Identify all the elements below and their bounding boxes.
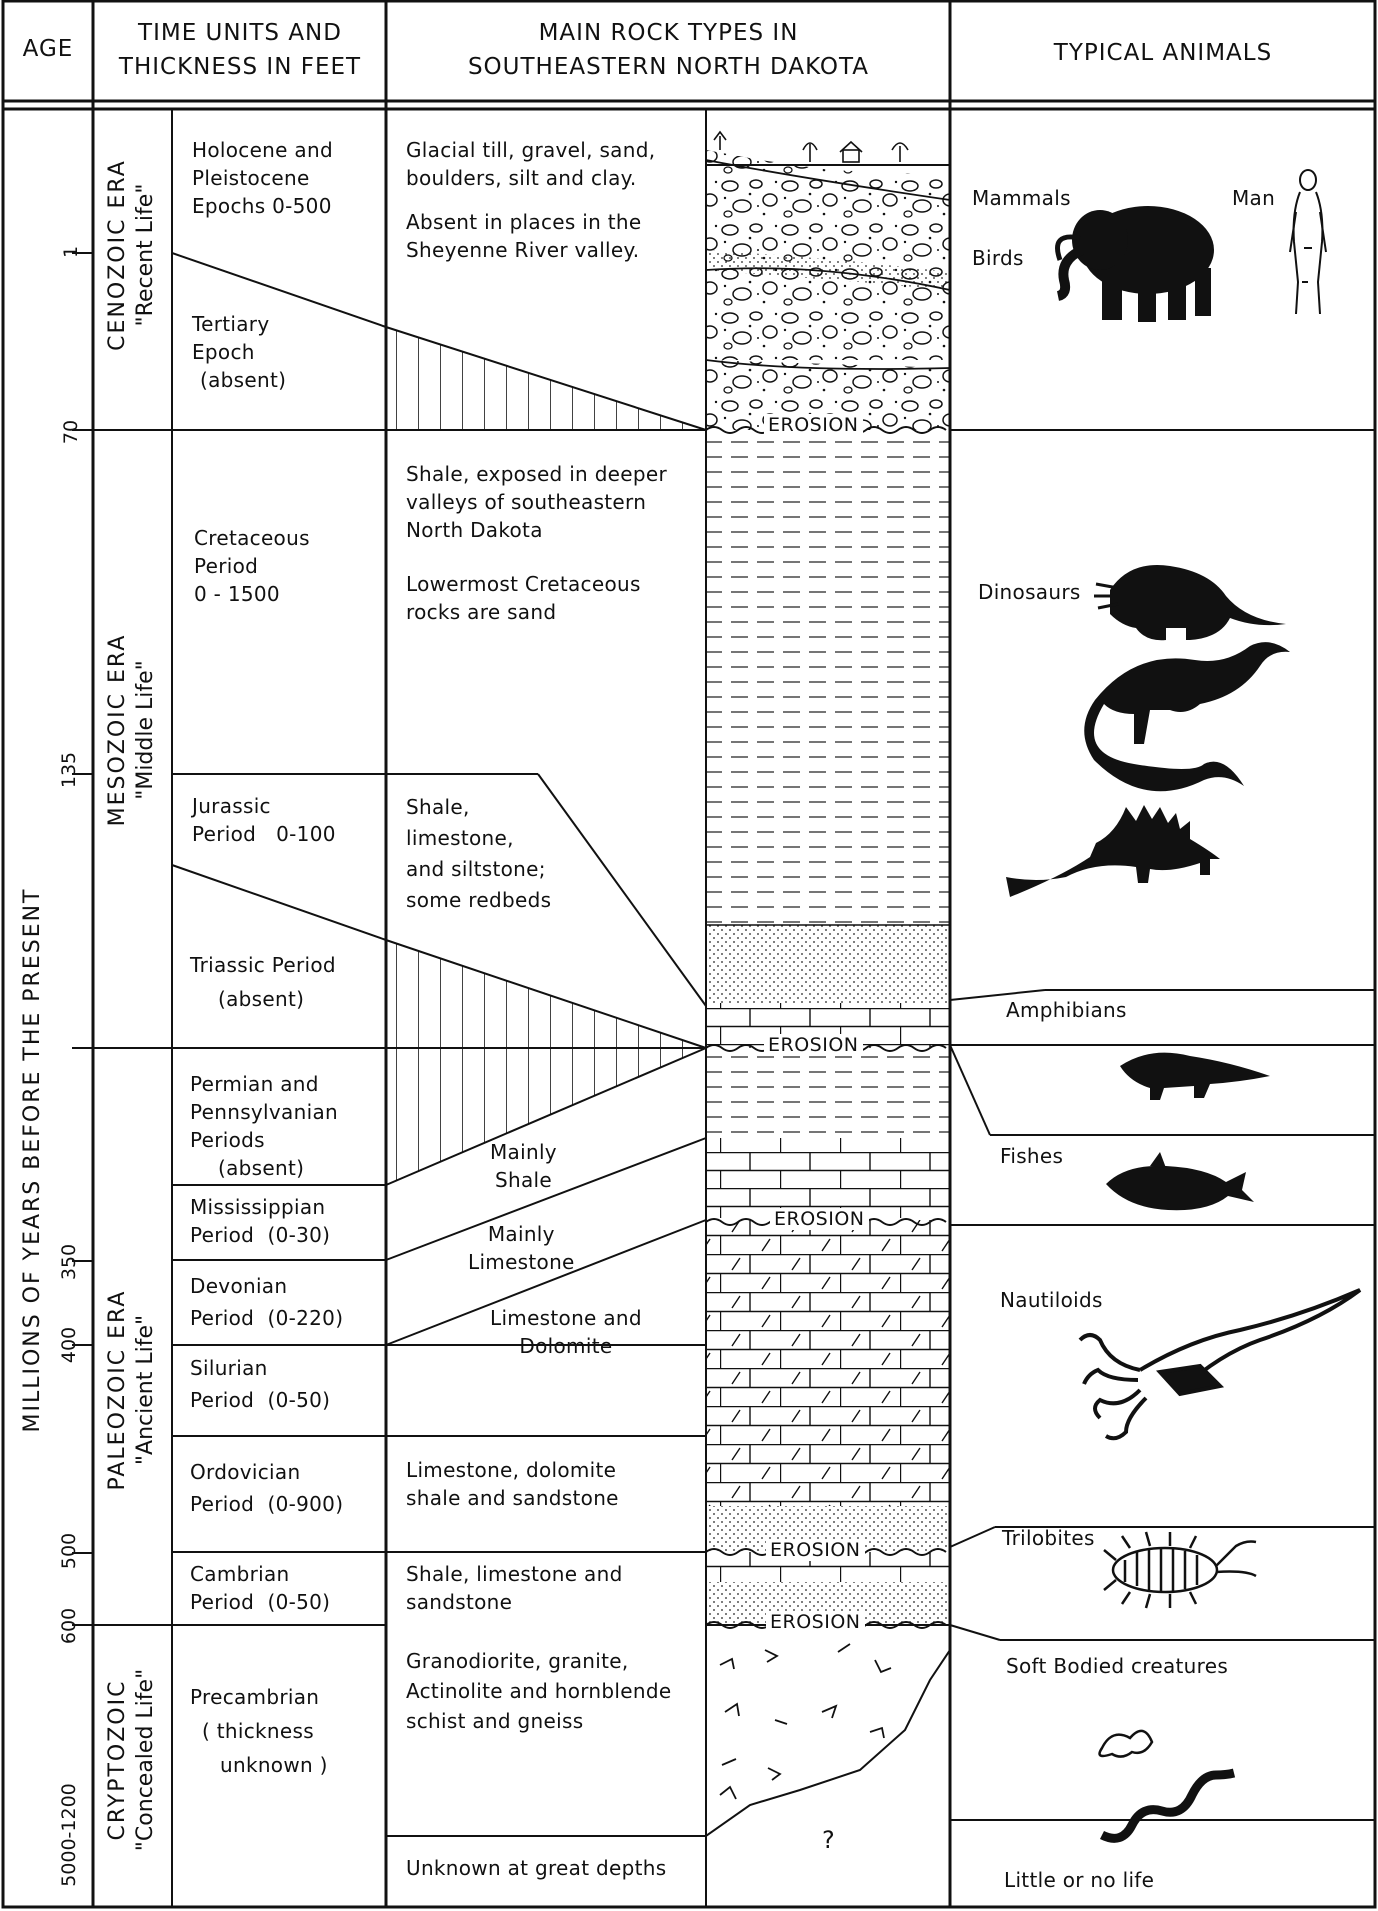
age-tick-135: 135 [58, 740, 80, 800]
age-tick-1: 1 [60, 242, 82, 262]
rock-unknown-depths: Unknown at great depths [406, 1854, 666, 1882]
rock-types-header: MAIN ROCK TYPES IN SOUTHEASTERN NORTH DA… [387, 16, 950, 84]
erosion-label-mississippian: EROSION [770, 1208, 869, 1230]
animals-header: TYPICAL ANIMALS [951, 36, 1375, 70]
age-tick-precambrian: 5000-1200 [58, 1770, 80, 1900]
erosion-label-cambrian: EROSION [766, 1539, 865, 1561]
time-units-header: TIME UNITS AND THICKNESS IN FEET [94, 16, 386, 84]
age-axis-title: MILLIONS OF YEARS BEFORE THE PRESENT [20, 710, 45, 1610]
erosion-label-precambrian: EROSION [766, 1611, 865, 1633]
animal-label-nautiloids: Nautiloids [1000, 1286, 1103, 1314]
age-header: AGE [4, 32, 92, 66]
erosion-label-cenozoic: EROSION [764, 414, 863, 436]
animal-label-amphibians: Amphibians [1006, 996, 1127, 1024]
erosion-label-mesozoic: EROSION [764, 1034, 863, 1056]
animal-label-fishes: Fishes [1000, 1142, 1063, 1170]
age-tick-500: 500 [58, 1529, 80, 1573]
animal-label-little-life: Little or no life [1004, 1866, 1154, 1894]
era-paleozoic: PALEOZOIC ERA "Ancient Life" [104, 1260, 160, 1520]
era-mesozoic: MESOZOIC ERA "Middle Life" [104, 610, 160, 850]
age-tick-600: 600 [58, 1604, 80, 1648]
era-cryptozoic: CRYPTOZOIC "Concealed Life" [104, 1625, 160, 1895]
animal-label-trilobites: Trilobites [1002, 1524, 1095, 1552]
rock-precambrian: Granodiorite, granite,Actinolite and hor… [406, 1646, 671, 1736]
rock-glacial: Glacial till, gravel, sand,boulders, sil… [406, 136, 655, 192]
animal-label-mammals: Mammals [972, 184, 1071, 212]
unknown-question-mark: ? [822, 1826, 835, 1854]
age-tick-350: 350 [58, 1240, 80, 1284]
era-cenozoic: CENOZOIC ERA "Recent Life" [104, 125, 160, 385]
age-tick-400: 400 [58, 1323, 80, 1367]
animal-label-man: Man [1232, 184, 1275, 212]
animal-label-dinosaurs: Dinosaurs [978, 578, 1081, 606]
period-triassic: Triassic Period(absent) [190, 948, 336, 1016]
animal-label-birds: Birds [972, 244, 1024, 272]
age-tick-70: 70 [60, 412, 82, 452]
rock-jurassic: Shale,limestone,and siltstone;some redbe… [406, 792, 551, 916]
animal-label-soft-bodied: Soft Bodied creatures [1006, 1652, 1228, 1680]
